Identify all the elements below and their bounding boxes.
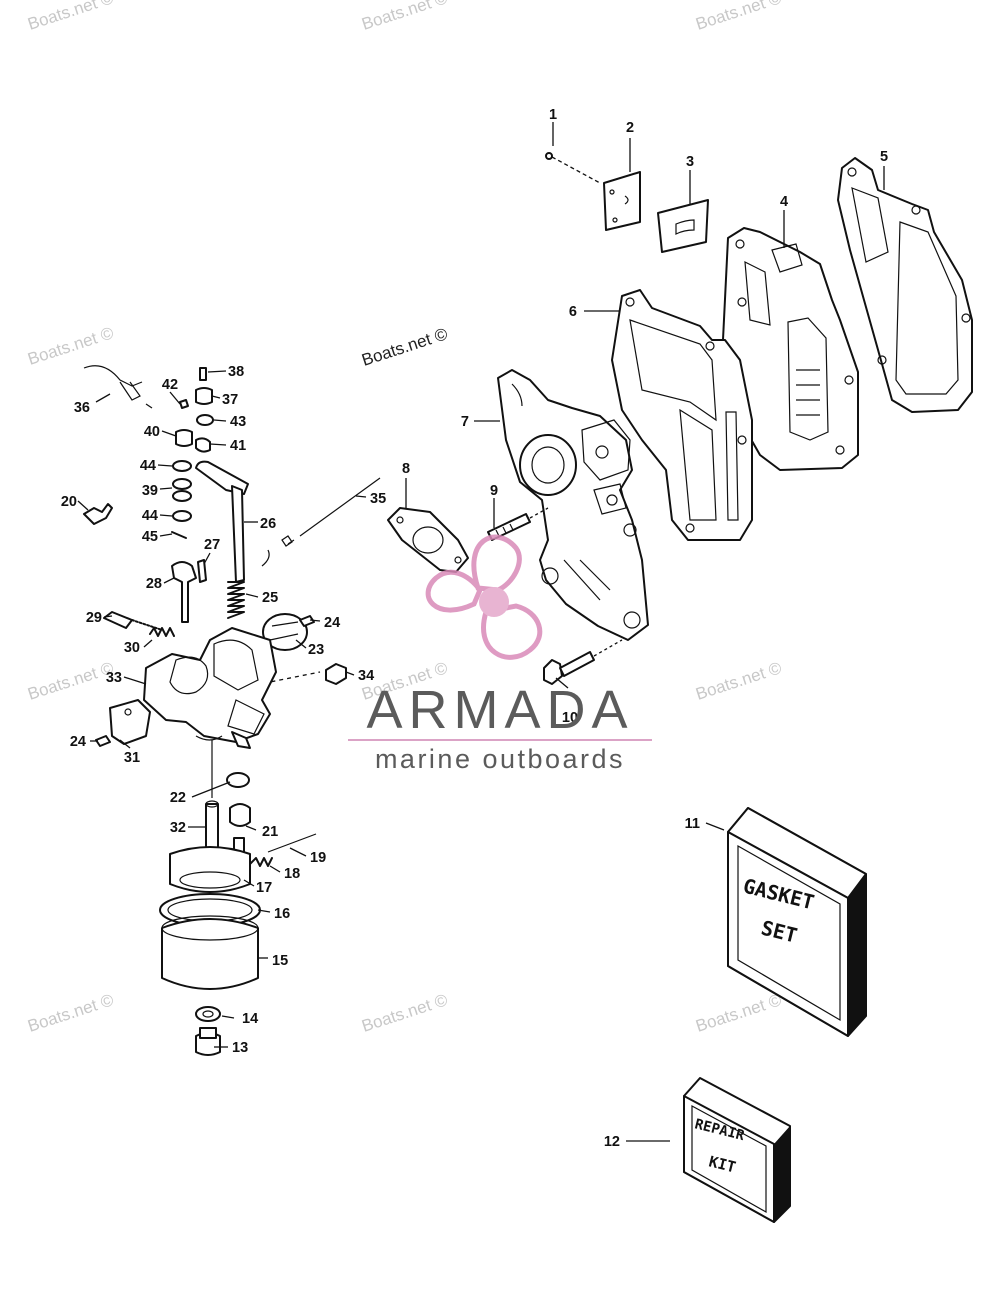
- callout-38: 38: [228, 364, 244, 380]
- callout-layer: 1234567891011121314151617181920212223242…: [61, 107, 888, 1150]
- callout-8: 8: [402, 461, 410, 477]
- intake-manifold: [387, 369, 649, 685]
- callout-24: 24: [324, 615, 340, 631]
- watermark-tile: Boats.net ©: [693, 658, 784, 704]
- brand-name: ARMADA: [366, 680, 633, 740]
- callout-6: 6: [569, 304, 577, 320]
- callout-4: 4: [780, 194, 788, 210]
- callout-44: 44: [142, 508, 158, 524]
- callout-31: 31: [124, 750, 140, 766]
- callout-1: 1: [549, 107, 557, 123]
- callout-27: 27: [204, 537, 220, 553]
- callout-20: 20: [61, 494, 77, 510]
- callout-7: 7: [461, 414, 469, 430]
- watermark-tile: Boats.net ©: [25, 658, 116, 704]
- reed-assembly: [545, 152, 973, 541]
- watermark-tile: Boats.net ©: [693, 0, 784, 34]
- callout-2: 2: [626, 120, 634, 136]
- callout-16: 16: [274, 906, 290, 922]
- callout-43: 43: [230, 414, 246, 430]
- callout-34: 34: [358, 668, 374, 684]
- callout-28: 28: [146, 576, 162, 592]
- callout-10: 10: [562, 710, 578, 726]
- brand-tagline: marine outboards: [375, 744, 625, 774]
- callout-30: 30: [124, 640, 140, 656]
- callout-23: 23: [308, 642, 324, 658]
- callout-32: 32: [170, 820, 186, 836]
- leader-lines: [77, 122, 885, 1142]
- callout-42: 42: [162, 377, 178, 393]
- callout-3: 3: [686, 154, 694, 170]
- watermark-tile: Boats.net ©: [693, 990, 784, 1036]
- gasket-set-box: GASKET SET: [727, 807, 867, 1037]
- callout-11: 11: [685, 816, 700, 832]
- callout-33: 33: [106, 670, 122, 686]
- callout-41: 41: [230, 438, 246, 454]
- armada-logo: ARMADA marine outboards: [348, 534, 652, 774]
- callout-25: 25: [262, 590, 278, 606]
- callout-13: 13: [232, 1040, 248, 1056]
- watermark-tile: Boats.net ©: [25, 0, 116, 34]
- watermark-center: Boats.net ©: [359, 324, 450, 370]
- propeller-icon: [425, 534, 543, 660]
- callout-18: 18: [284, 866, 300, 882]
- callout-17: 17: [256, 880, 272, 896]
- callout-44: 44: [140, 458, 156, 474]
- callout-29: 29: [86, 610, 102, 626]
- callout-19: 19: [310, 850, 326, 866]
- callout-26: 26: [260, 516, 276, 532]
- callout-22: 22: [170, 790, 186, 806]
- repair-kit-box: REPAIR KIT: [683, 1077, 791, 1223]
- callout-14: 14: [242, 1011, 258, 1027]
- callout-36: 36: [74, 400, 90, 416]
- callout-37: 37: [222, 392, 238, 408]
- callout-40: 40: [144, 424, 160, 440]
- callout-35: 35: [370, 491, 386, 507]
- watermark-tile: Boats.net ©: [359, 0, 450, 34]
- callout-21: 21: [262, 824, 278, 840]
- callout-9: 9: [490, 483, 498, 499]
- callout-15: 15: [272, 953, 288, 969]
- watermark-tile: Boats.net ©: [25, 323, 116, 369]
- callout-39: 39: [142, 483, 158, 499]
- watermark-tile: Boats.net ©: [359, 990, 450, 1036]
- carburetor: [83, 365, 381, 1056]
- callout-45: 45: [142, 529, 158, 545]
- callout-5: 5: [880, 149, 888, 165]
- callout-24: 24: [70, 734, 86, 750]
- watermark-tile: Boats.net ©: [25, 990, 116, 1036]
- callout-12: 12: [604, 1134, 620, 1150]
